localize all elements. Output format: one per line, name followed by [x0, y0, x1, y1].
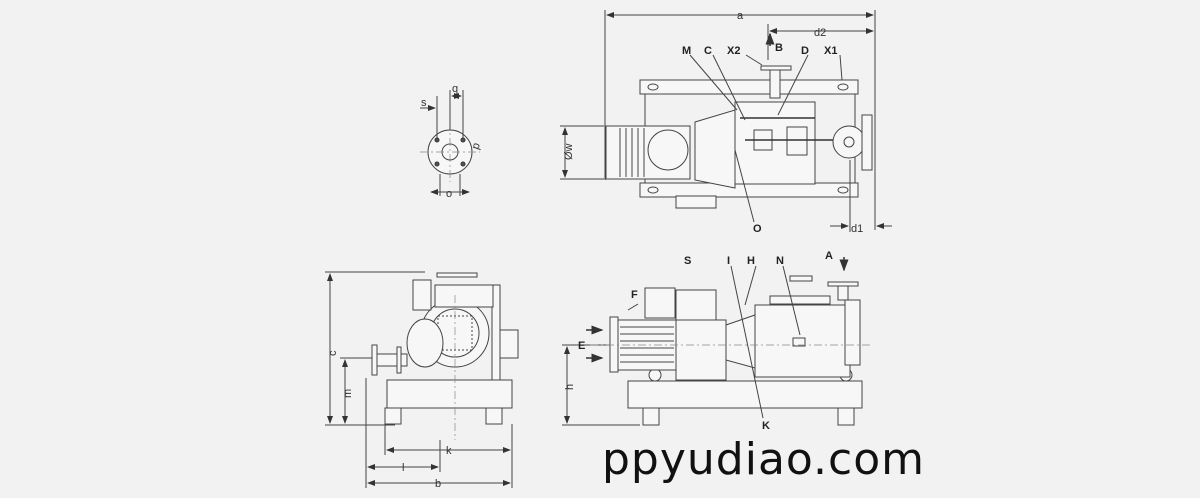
label-S: S [684, 255, 691, 267]
label-X1: X1 [824, 45, 837, 57]
flange-detail: q s p o [420, 83, 483, 200]
dim-w: Øw [563, 143, 575, 160]
dim-q: q [452, 83, 458, 95]
label-K: K [762, 420, 770, 432]
dim-h: h [564, 384, 576, 390]
label-A: A [825, 250, 833, 262]
label-O: O [753, 223, 762, 235]
dim-d1: d1 [851, 223, 863, 235]
side-view: h E F S I H N A K [562, 250, 870, 432]
dim-l: l [402, 462, 404, 474]
label-X2: X2 [727, 45, 740, 57]
label-E: E [578, 340, 585, 352]
watermark-text: ppyudiao.com [602, 434, 926, 485]
dim-d2: d2 [814, 27, 826, 39]
dim-p: p [470, 141, 483, 151]
label-M: M [682, 45, 691, 57]
label-F: F [631, 289, 638, 301]
front-view: c m k l b [325, 271, 519, 490]
label-N: N [776, 255, 784, 267]
dim-k: k [446, 445, 452, 457]
label-D: D [801, 45, 809, 57]
dim-a: a [737, 10, 744, 22]
dim-o: o [446, 188, 452, 200]
dim-m: m [342, 389, 354, 398]
top-view: a d2 Øw d1 M C X2 B D [560, 10, 892, 235]
label-C: C [704, 45, 712, 57]
label-H: H [747, 255, 755, 267]
label-B: B [775, 42, 783, 54]
dim-c: c [327, 350, 339, 356]
dim-s: s [421, 97, 427, 109]
label-I: I [727, 255, 730, 267]
dim-b: b [435, 478, 441, 490]
